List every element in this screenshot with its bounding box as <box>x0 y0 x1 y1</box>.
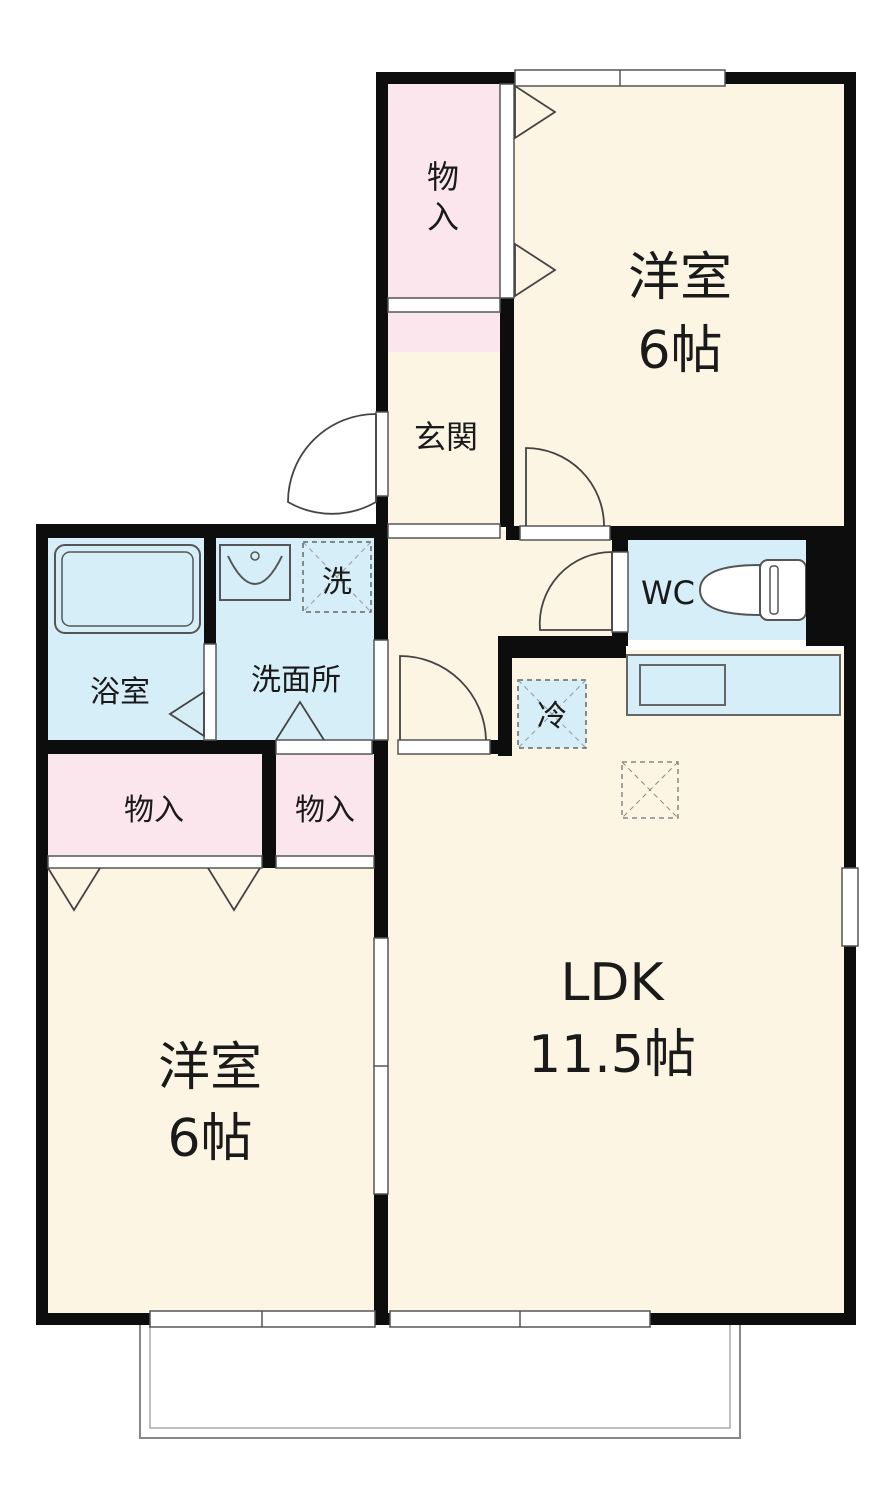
washroom-label: 洗面所 <box>251 663 341 698</box>
ldk-size: 11.5帖 <box>528 1025 696 1085</box>
storage-left-label: 物入 <box>124 793 184 828</box>
storage-top-label-1: 物 <box>427 158 459 196</box>
storage-top-label-2: 入 <box>427 198 459 236</box>
western-room-bottom-size: 6帖 <box>167 1109 252 1169</box>
storage-top <box>385 80 502 300</box>
wc-label: WC <box>641 574 695 612</box>
storage-left-floor <box>44 752 264 858</box>
windows <box>149 69 859 1328</box>
fridge-label: 冷 <box>537 699 567 734</box>
door-openings <box>47 83 629 869</box>
ldk-floor <box>385 650 848 1318</box>
entrance-floor <box>385 352 502 530</box>
western-room-bottom <box>44 866 377 1318</box>
storage-mid-floor <box>274 752 377 858</box>
western-room-top-size: 6帖 <box>637 321 722 381</box>
western-room-top-name: 洋室 <box>628 248 732 308</box>
bathtub-icon <box>54 544 201 634</box>
entrance-label: 玄関 <box>414 418 478 456</box>
western-room-bottom-name: 洋室 <box>158 1038 262 1098</box>
balcony <box>139 1319 741 1439</box>
ceiling-hatch-icon <box>621 761 679 819</box>
door-swings <box>47 84 613 912</box>
bath-label: 浴室 <box>90 675 150 710</box>
washbasin-icon <box>219 544 291 601</box>
storage-mid-label: 物入 <box>295 793 355 828</box>
ldk-name: LDK <box>560 953 665 1013</box>
washer-label: 洗 <box>322 565 352 600</box>
toilet-icon <box>698 559 807 621</box>
western-room-top <box>512 80 848 530</box>
kitchen-sink-icon <box>639 664 726 706</box>
